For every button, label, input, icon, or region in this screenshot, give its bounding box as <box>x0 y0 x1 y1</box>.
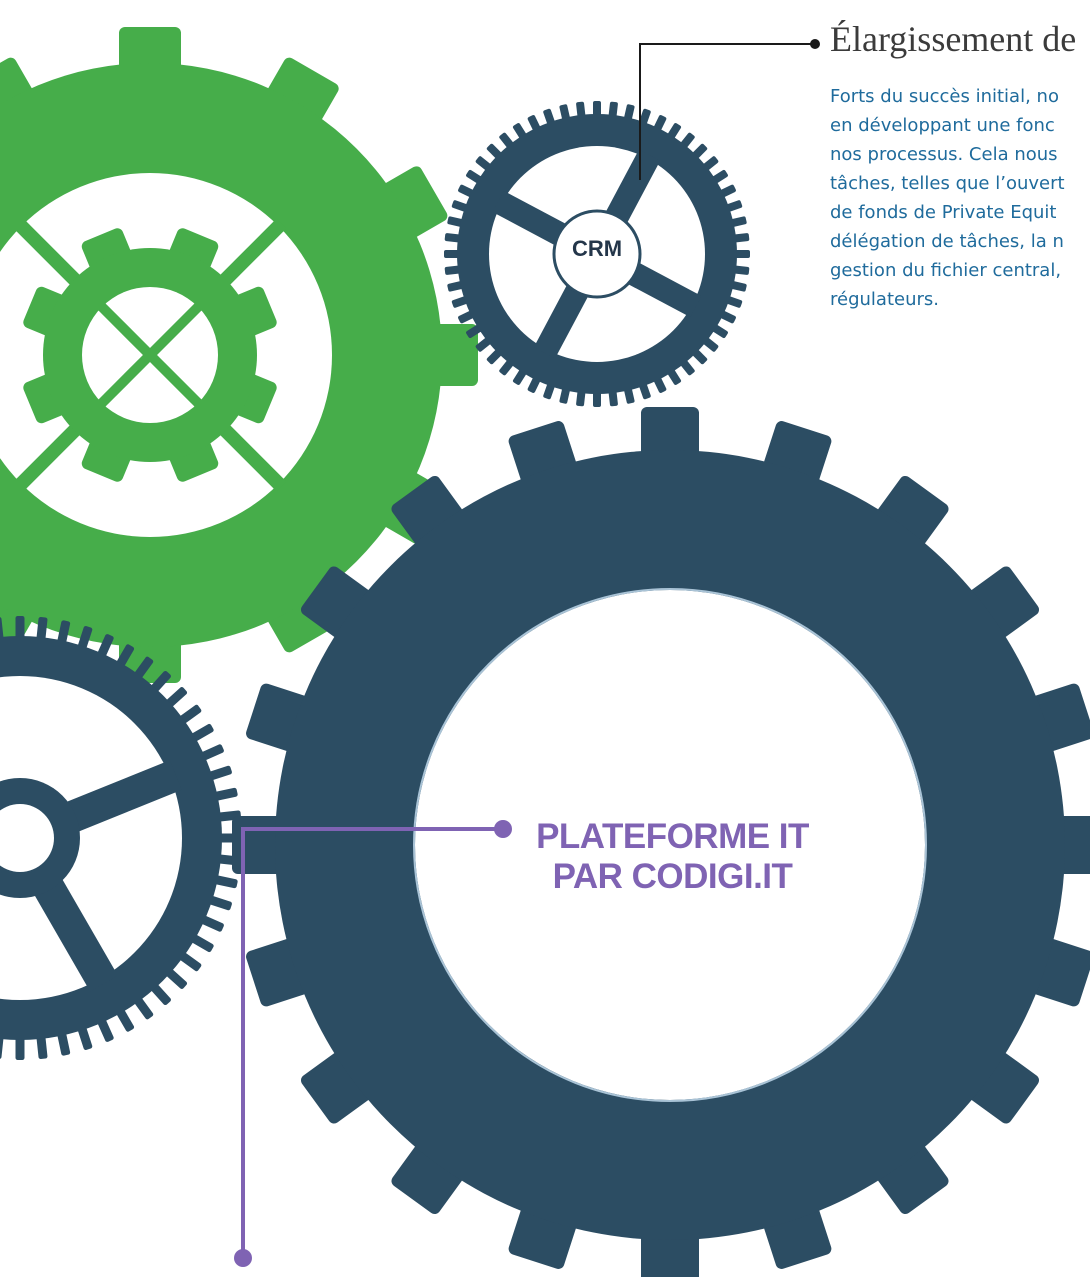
green-small-gear <box>23 228 277 482</box>
section-body-line: de fonds de Private Equit <box>830 202 1057 223</box>
crm-connector <box>639 39 820 180</box>
platform-navy-gear <box>232 407 1090 1277</box>
gear-spoke <box>146 301 204 359</box>
gear-spoke <box>96 301 154 359</box>
section-body-line: tâches, telles que l’ouvert <box>830 173 1065 194</box>
section-body-line: en développant une fonc <box>830 115 1055 136</box>
crm-gear <box>444 101 750 407</box>
section-body-line: Forts du succès initial, no <box>830 86 1059 107</box>
gear-spoke <box>96 351 154 409</box>
gear-spoke <box>605 149 661 225</box>
section-body-line: gestion du fichier central, <box>830 260 1062 281</box>
gear-tooth <box>380 166 448 239</box>
gear-tooth <box>432 324 478 386</box>
platform-gear-label: PLATEFORME IT PAR CODIGI.IT <box>520 817 825 897</box>
gear-tooth <box>641 1231 699 1277</box>
section-body-line: nos processus. Cela nous <box>830 144 1058 165</box>
gear-spoke <box>215 218 287 290</box>
section-title: Élargissement de <box>830 19 1077 59</box>
crm-gear-label: CRM <box>571 236 623 261</box>
gear-spoke <box>492 190 568 246</box>
platform-label-line2: PAR CODIGI.IT <box>552 857 793 896</box>
gear-tooth <box>641 407 699 459</box>
crm-connector-dot <box>810 39 820 49</box>
section-body: Forts du succès initial, no en développa… <box>830 82 1090 314</box>
section-body-line: régulateurs. <box>830 289 939 310</box>
gear-tooth <box>266 57 339 125</box>
crm-hub <box>552 209 642 299</box>
gear-tooth <box>1056 816 1090 874</box>
gear-spoke <box>146 351 204 409</box>
platform-connector-dot-bottom <box>234 1249 252 1267</box>
platform-label-line1: PLATEFORME IT <box>536 817 809 856</box>
gear-spoke <box>533 283 589 359</box>
gear-tooth <box>119 27 181 73</box>
gear-spoke <box>13 420 85 492</box>
gear-tooth <box>0 57 34 125</box>
gear-spoke <box>13 218 85 290</box>
gear-spoke <box>31 873 118 992</box>
platform-connector <box>234 820 512 1267</box>
platform-gear-inner-rim <box>413 588 927 1102</box>
gear-spoke <box>626 262 702 318</box>
left-gear-hub <box>0 804 54 872</box>
gear-spoke <box>215 420 287 492</box>
left-navy-gear <box>0 616 242 1060</box>
gear-spoke <box>60 760 182 835</box>
section-body-line: délégation de tâches, la n <box>830 231 1064 252</box>
platform-connector-dot-top <box>494 820 512 838</box>
